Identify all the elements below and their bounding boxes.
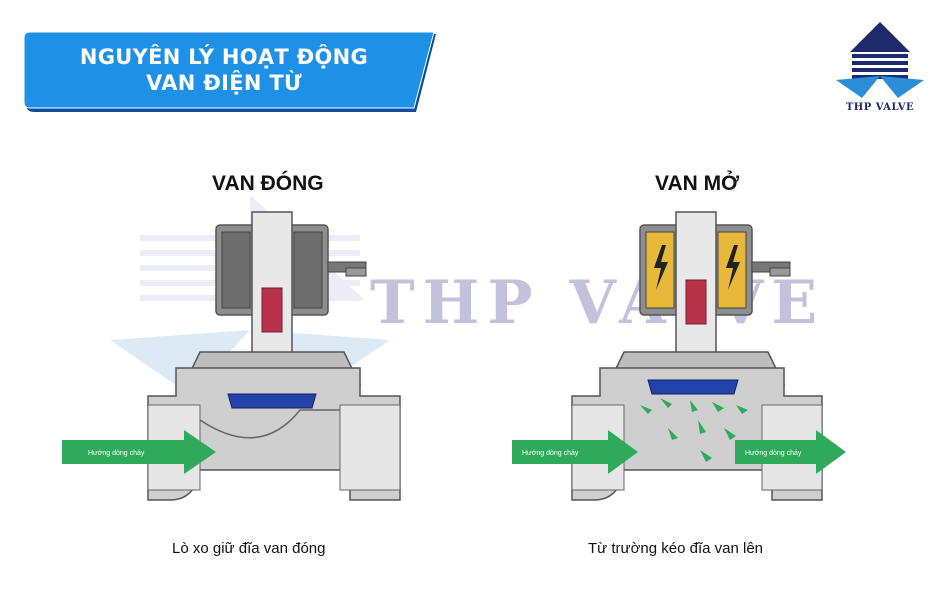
closed-stem-tube [251,211,293,363]
open-valve-disc [647,379,739,395]
open-inlet-flow-arrow [512,430,638,474]
open-outlet-flow-label: Hướng dòng chảy [745,450,802,457]
banner-shape [24,31,436,112]
closed-outlet-port [339,404,401,491]
closed-coil-left [221,231,251,309]
brand-logo: THP VALVE [832,18,928,122]
open-inlet-flow-label: Hướng dòng chảy [522,450,579,457]
lightning-icon-left [654,245,668,290]
lightning-icon-right [726,245,740,290]
closed-valve-disc [227,393,317,409]
logo-text: THP VALVE [845,102,915,113]
logo-icon [836,22,924,98]
open-valve-caption: Từ trường kéo đĩa van lên [588,540,764,557]
open-valve-title: VAN MỞ [655,172,740,195]
banner-title-line-1: NGUYÊN LÝ HOẠT ĐỘNG [79,45,369,69]
open-coil-right [717,231,747,309]
title-banner: NGUYÊN LÝ HOẠT ĐỘNG VAN ĐIỆN TỪ [24,30,442,112]
open-outlet-flow-arrow [735,430,846,474]
banner-title-line-2: VAN ĐIỆN TỪ [146,71,302,95]
closed-flow-label: Hướng dòng chảy [88,450,145,457]
closed-valve-title: VAN ĐÓNG [212,172,324,195]
open-coil-left [645,231,675,309]
open-plunger [685,279,707,325]
open-internal-flow-arrows [640,398,748,462]
closed-plunger [261,287,283,333]
closed-flow-arrow [62,430,216,474]
closed-valve-caption: Lò xo giữ đĩa van đóng [172,540,326,557]
closed-coil-right [293,231,323,309]
